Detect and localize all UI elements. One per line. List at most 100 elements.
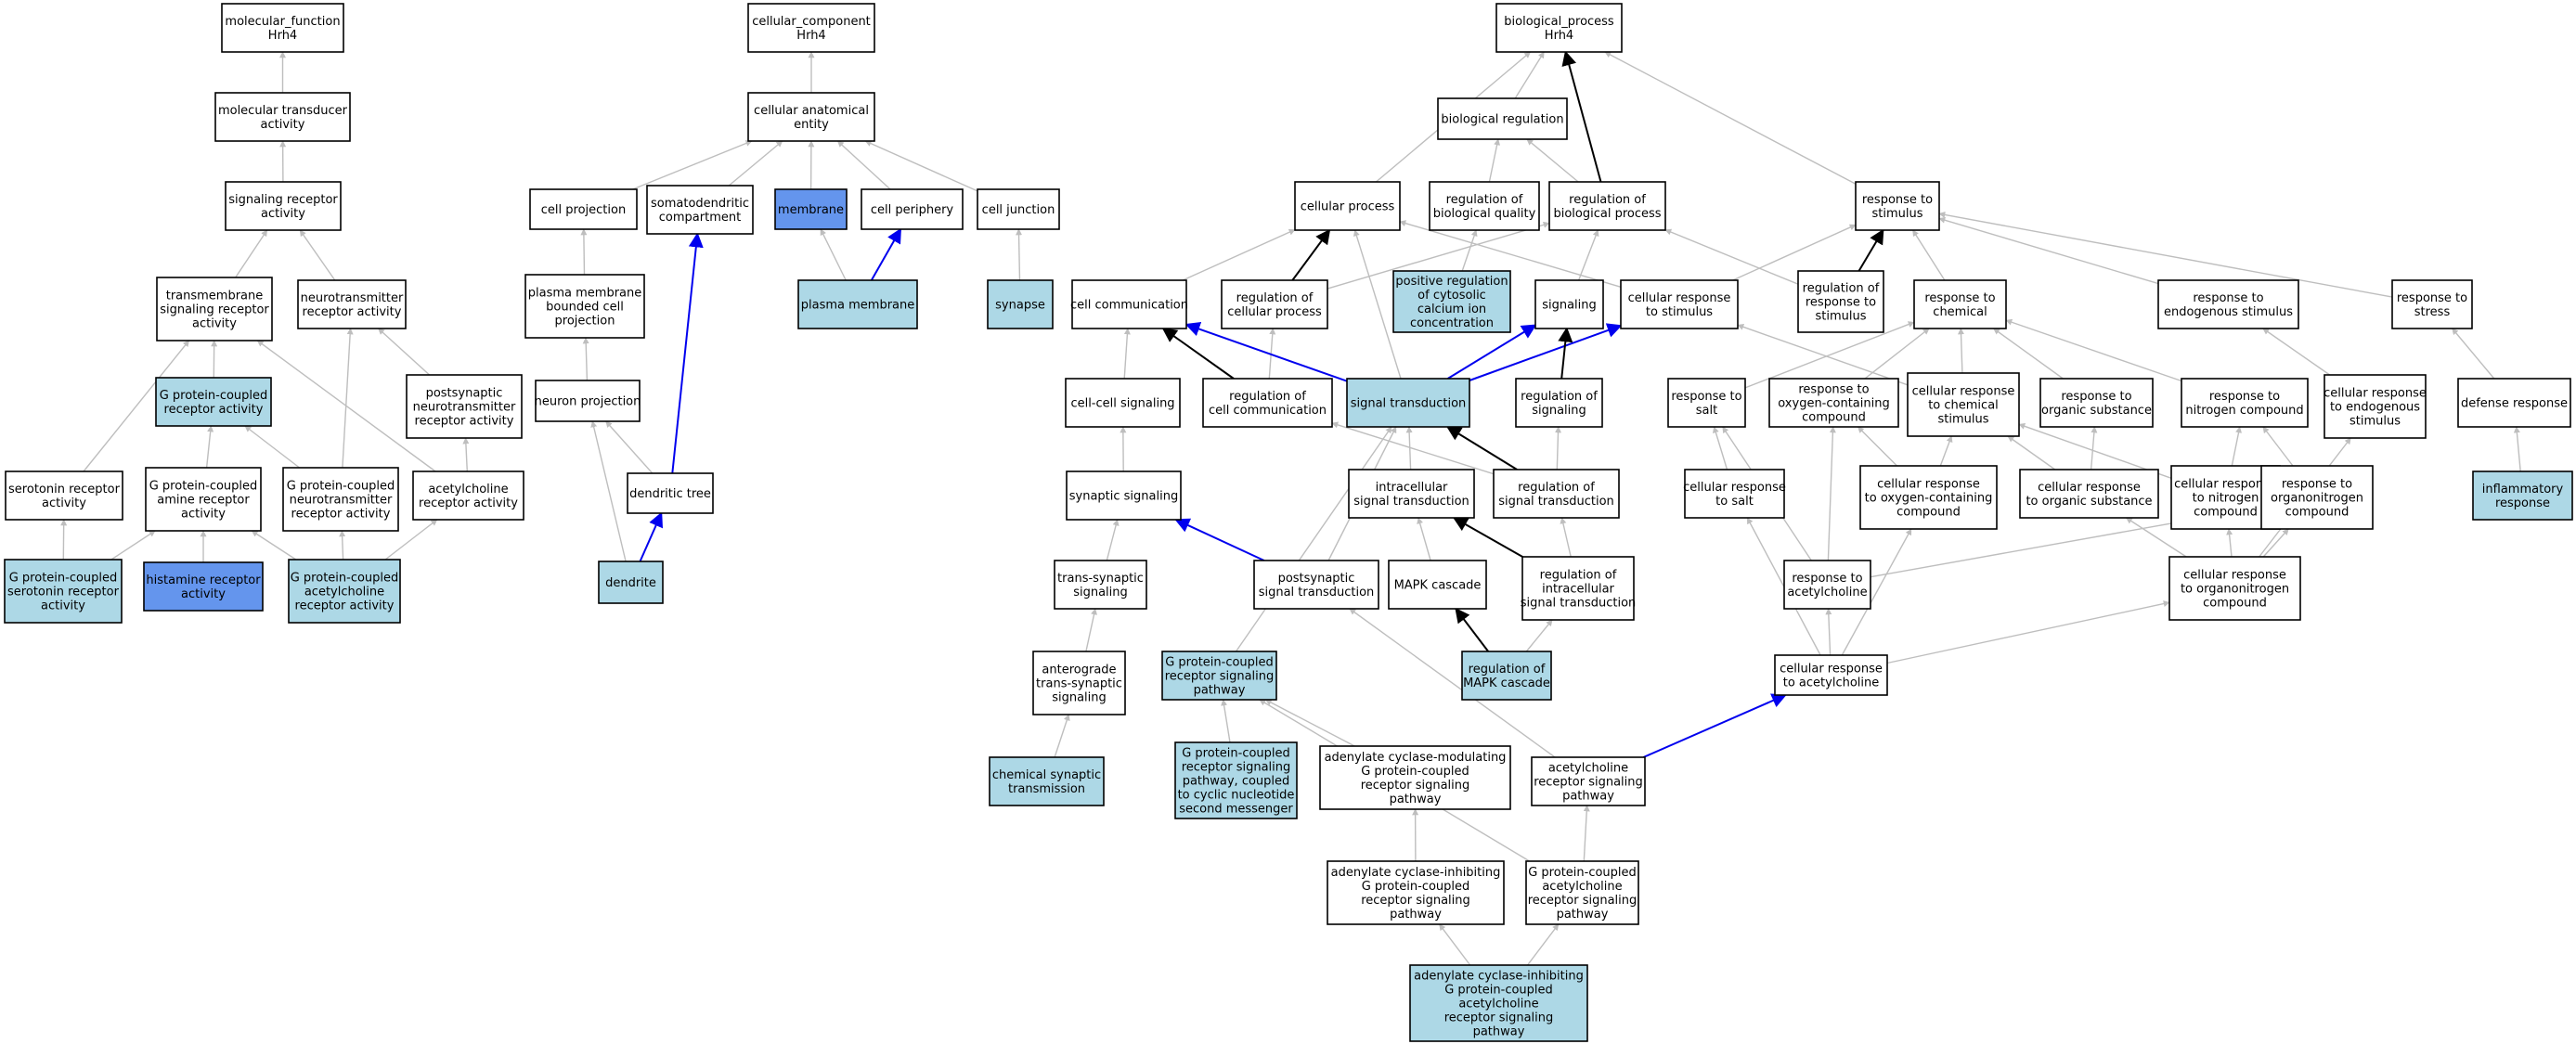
go-term-node-gpc-nt-receptor[interactable]: G protein-coupledneurotransmitterrecepto… — [282, 467, 399, 532]
node-label-line: receptor signaling — [1528, 894, 1638, 908]
go-term-node-cellular-process[interactable]: cellular process — [1294, 181, 1401, 231]
node-label-line: pathway — [1473, 1025, 1525, 1039]
go-term-node-mapk-cascade[interactable]: MAPK cascade — [1388, 560, 1487, 610]
node-box — [1667, 378, 1746, 428]
node-label-line: cell communication — [1070, 299, 1188, 313]
go-term-node-defense-response[interactable]: defense response — [2457, 378, 2571, 428]
go-term-node-bio-regulation[interactable]: biological regulation — [1437, 97, 1568, 140]
go-term-node-cell-projection[interactable]: cell projection — [529, 188, 638, 230]
node-box — [288, 559, 401, 624]
node-label-line: neurotransmitter — [413, 401, 516, 415]
edge-is-a-cell_resp_nitrogen-to-resp_nitrogen — [2231, 426, 2242, 467]
node-label-line: regulation of — [1469, 663, 1546, 677]
node-label-line: to organonitrogen — [2181, 583, 2289, 597]
go-term-node-cell-communication[interactable]: cell communication — [1070, 279, 1188, 329]
node-label-line: pathway, coupled — [1183, 775, 1290, 789]
go-term-node-plasma-membrane[interactable]: plasma membrane — [797, 279, 918, 329]
node-label-line: regulation of — [1446, 193, 1523, 207]
go-term-node-cell-cell-signaling[interactable]: cell-cell signaling — [1065, 378, 1181, 428]
go-term-node-signaling[interactable]: signaling — [1534, 279, 1604, 329]
edge-is-a-cell_resp_stimulus-to-cellular_process — [1399, 220, 1622, 288]
node-label-line: G protein-coupled — [160, 389, 268, 403]
go-term-node-signal-transduction[interactable]: signal transduction — [1346, 378, 1470, 428]
go-term-node-cell-periphery[interactable]: cell periphery — [861, 188, 964, 230]
go-term-node-dendrite[interactable]: dendrite — [598, 561, 664, 604]
node-label-line: calcium ion — [1417, 303, 1486, 316]
node-label-line: G protein-coupled — [287, 480, 395, 494]
node-box — [989, 756, 1105, 806]
node-label-line: cellular response — [1683, 481, 1786, 495]
go-term-node-neuron-projection[interactable]: neuron projection — [535, 380, 641, 422]
go-term-node-synaptic-signaling[interactable]: synaptic signaling — [1066, 470, 1182, 521]
go-term-node-synapse[interactable]: synapse — [987, 279, 1054, 329]
node-label-line: receptor activity — [164, 403, 264, 417]
node-label-line: response to — [2282, 478, 2352, 492]
go-term-node-dendritic-tree[interactable]: dendritic tree — [627, 472, 714, 514]
node-box — [406, 374, 523, 439]
node-label-line: signaling — [1542, 299, 1597, 313]
go-term-node-cell-junction[interactable]: cell junction — [977, 188, 1060, 230]
go-term-node-membrane[interactable]: membrane — [774, 188, 848, 230]
